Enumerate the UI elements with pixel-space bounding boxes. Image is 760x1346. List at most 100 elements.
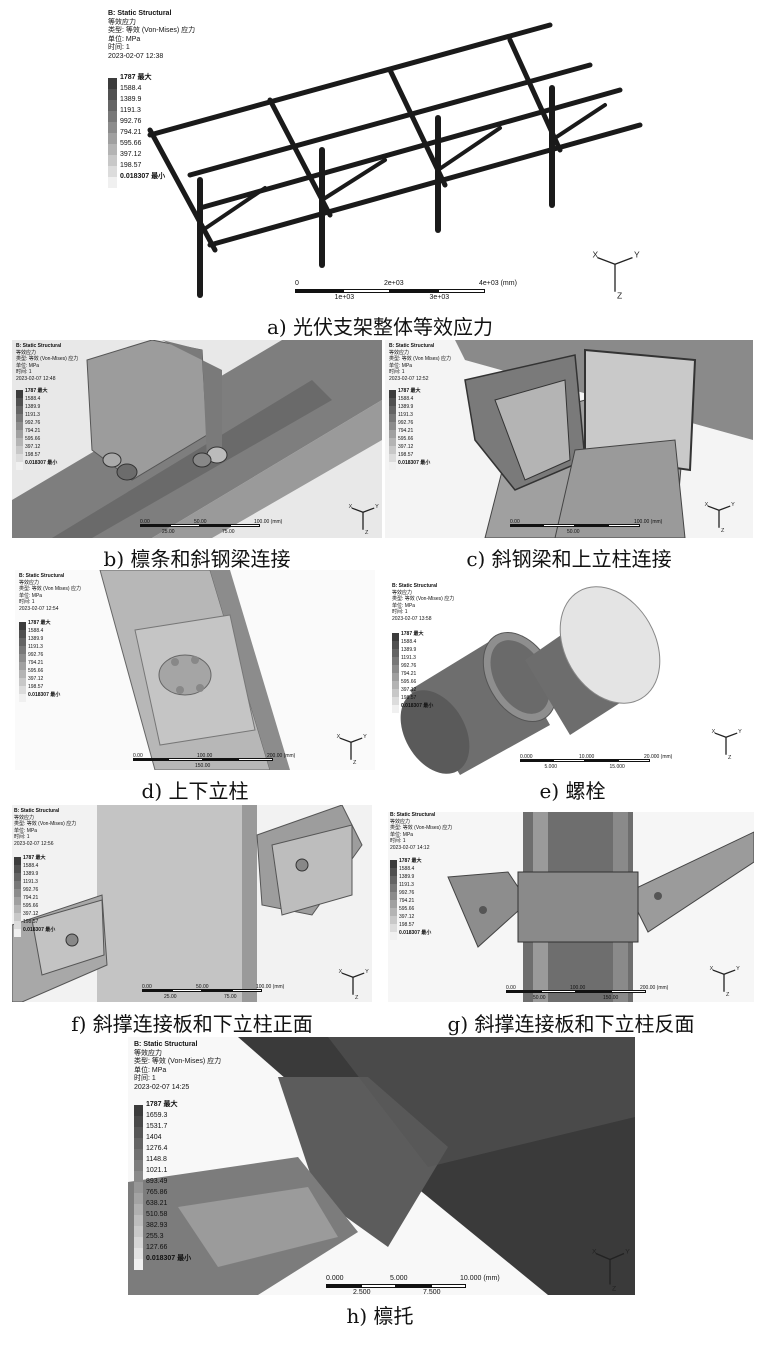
legend-label: 1588.4 <box>399 866 415 872</box>
legend-label: 198.57 <box>398 452 414 458</box>
legend-label: 0.018307 最小 <box>25 460 58 466</box>
legend-label: 0.018307 最小 <box>28 692 61 698</box>
scale-label: 0.00 <box>510 519 520 525</box>
legend-swatch <box>134 1105 143 1116</box>
legend-swatch <box>14 865 21 873</box>
axis-label-y: Y <box>736 966 740 972</box>
legend-label: 1389.9 <box>401 647 417 653</box>
legend-label: 198.57 <box>401 695 417 701</box>
scale-label: 5.000 <box>390 1275 408 1282</box>
legend-label: 1588.4 <box>25 396 41 402</box>
legend-swatch <box>389 406 396 414</box>
legend-swatch <box>16 422 23 430</box>
legend-swatch <box>108 100 117 111</box>
legend-label: 1588.4 <box>401 639 417 645</box>
legend-label: 1276.4 <box>146 1145 168 1152</box>
axis-label-z: Z <box>355 995 359 1000</box>
scale-segment <box>617 759 650 762</box>
scale-segment <box>168 758 203 761</box>
axis-label-x: X <box>712 729 716 735</box>
scale-label: 50.00 <box>196 984 209 990</box>
scale-segment <box>203 758 238 761</box>
scale-segment <box>431 1284 466 1288</box>
info-block: B: Static Structural 等效应力 类型: 等效 (Von Mi… <box>389 343 451 382</box>
panel-g-brace-plate-back: B: Static Structural 等效应力 类型: 等效 (Von-Mi… <box>388 812 754 1002</box>
legend-label: 1787 最大 <box>399 858 422 864</box>
scale-segment <box>342 289 390 293</box>
legend-label: 794.21 <box>120 129 142 136</box>
scale-label: 0.00 <box>142 984 152 990</box>
legend-label: 1389.9 <box>23 871 39 877</box>
caption-g: g) 斜撑连接板和下立柱反面 <box>447 1012 695 1036</box>
axis-label-y: Y <box>375 504 379 510</box>
legend-swatch <box>389 422 396 430</box>
caption-d: d) 上下立柱 <box>141 779 249 803</box>
legend-swatch <box>16 446 23 454</box>
panel-c-beam-upper-column-connection: B: Static Structural 等效应力 类型: 等效 (Von Mi… <box>385 340 753 538</box>
legend-swatch <box>19 662 26 670</box>
caption-f: f) 斜撑连接板和下立柱正面 <box>71 1012 313 1036</box>
scale-label: 0.00 <box>506 985 516 991</box>
legend-label: 397.12 <box>23 911 39 917</box>
scale-segment <box>361 1284 396 1288</box>
legend-label: 397.12 <box>25 444 41 450</box>
legend-swatch <box>390 932 397 940</box>
legend-label: 1787 最大 <box>28 620 51 626</box>
legend-label: 992.76 <box>401 663 417 669</box>
scale-label: 200.00 (mm) <box>640 985 669 991</box>
legend-swatch <box>392 689 399 697</box>
scale-label: 100.00 <box>197 753 213 759</box>
scale-label: 4e+03 (mm) <box>479 280 517 287</box>
brace-plate-front-model <box>12 805 372 1002</box>
info-block: B: Static Structural 等效应力 类型: 等效 (Von-Mi… <box>108 10 196 60</box>
legend-swatch <box>134 1160 143 1171</box>
legend-label: 1588.4 <box>23 863 39 869</box>
legend-swatch <box>134 1215 143 1226</box>
scale-segment <box>552 759 585 762</box>
legend-label: 0.018307 最小 <box>120 173 166 180</box>
scale-label: 100.00 (mm) <box>256 984 285 990</box>
legend-label: 1404 <box>146 1134 162 1141</box>
legend-label: 992.76 <box>398 420 414 426</box>
legend-label: 595.66 <box>120 140 142 147</box>
scale-segment <box>542 524 575 527</box>
scale-label: 10.000 (mm) <box>460 1275 500 1282</box>
legend-label: 794.21 <box>398 428 414 434</box>
caption-b: b) 檩条和斜钢梁连接 <box>103 547 291 571</box>
scale-label: 1e+03 <box>334 294 355 301</box>
axis-label-y: Y <box>363 734 367 740</box>
legend-label: 1588.4 <box>28 628 44 634</box>
legend-swatch <box>390 860 397 868</box>
scale-label: 2e+03 <box>384 280 404 287</box>
scale-label: 150.00 <box>603 995 619 1001</box>
legend-swatch <box>14 929 21 937</box>
legend-label: 198.57 <box>120 162 142 169</box>
axis-label-y: Y <box>731 502 735 508</box>
legend-label: 1588.4 <box>120 85 142 92</box>
legend-swatch <box>108 89 117 100</box>
legend-label: 992.76 <box>399 890 415 896</box>
legend-label: 1389.9 <box>28 636 44 642</box>
info-block: B: Static Structural 等效应力 类型: 等效 (Von-Mi… <box>390 812 453 851</box>
legend-swatch <box>134 1204 143 1215</box>
scale-label: 50.00 <box>533 995 546 1001</box>
legend-swatch <box>14 897 21 905</box>
legend-swatch <box>16 454 23 462</box>
legend-label: 0.018307 最小 <box>146 1255 192 1262</box>
axis-label-z: Z <box>353 760 357 765</box>
legend-label: 397.12 <box>120 151 142 158</box>
legend-label: 595.66 <box>401 679 417 685</box>
scale-label: 0.000 <box>520 754 533 760</box>
legend-label: 1191.3 <box>25 412 40 418</box>
axis-label-x: X <box>339 969 343 975</box>
beam-column-model <box>385 340 753 538</box>
legend-swatch <box>108 133 117 144</box>
legend-label: 1191.3 <box>120 107 141 114</box>
legend-swatch <box>16 406 23 414</box>
scale-label: 0.00 <box>140 519 150 525</box>
